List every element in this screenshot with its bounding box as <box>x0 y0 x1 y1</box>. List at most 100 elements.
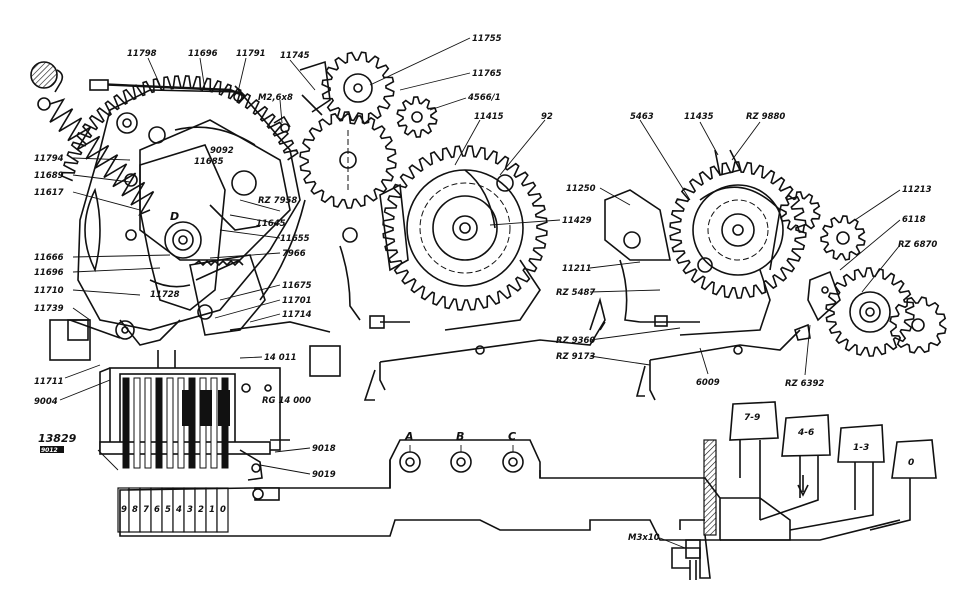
label-9019: 9019 <box>312 470 336 480</box>
label-11415: 11415 <box>474 112 504 122</box>
label-5463: 5463 <box>630 112 654 122</box>
label-RZ6392: RZ 6392 <box>785 379 824 389</box>
label-11435: 11435 <box>684 112 714 122</box>
label-11745: 11745 <box>280 51 310 61</box>
register-digit: 2 <box>198 505 204 515</box>
register-digit: 3 <box>187 505 193 515</box>
label-RZ7958: RZ 7958 <box>258 196 297 206</box>
leader-lines <box>59 37 901 549</box>
label-11711: 11711 <box>34 377 64 387</box>
register-slider <box>166 377 174 469</box>
label-11791: 11791 <box>236 49 266 59</box>
gear-mid-left <box>299 111 397 209</box>
svg-text:0: 0 <box>908 458 914 468</box>
label-9004: 9004 <box>34 397 58 407</box>
label-11794: 11794 <box>34 154 64 164</box>
label-11675: 11675 <box>282 281 312 291</box>
spring-anchor <box>30 61 64 111</box>
label-9018: 9018 <box>312 444 336 454</box>
register-pawl <box>200 390 212 426</box>
register-slider <box>122 377 130 469</box>
label-11645: 11645 <box>256 219 286 229</box>
gear-right-main <box>669 149 807 299</box>
label-7966: 7966 <box>282 249 306 259</box>
register-digit: 1 <box>209 505 215 515</box>
label-RZ9173: RZ 9173 <box>556 352 595 362</box>
key-7-9[interactable]: 7-9 <box>729 401 779 441</box>
label-92: 92 <box>541 112 553 122</box>
label-11728: 11728 <box>150 290 180 300</box>
label-11250: 11250 <box>566 184 596 194</box>
position-C: C <box>508 430 516 443</box>
key-stems <box>720 440 911 541</box>
key-4-6[interactable]: 4-6 <box>781 414 831 457</box>
label-11765: 11765 <box>472 69 502 79</box>
label-D: D <box>170 210 179 223</box>
svg-text:7-9: 7-9 <box>744 413 760 423</box>
label-11710: 11710 <box>34 286 64 296</box>
position-A: A <box>404 430 414 443</box>
gear-small-right <box>779 191 821 233</box>
key-0[interactable]: 0 <box>891 439 937 479</box>
label-11701: 11701 <box>282 296 312 306</box>
label-M3x10: M3x10 <box>628 533 660 543</box>
label-11429: 11429 <box>562 216 592 226</box>
register-digit: 7 <box>143 505 149 515</box>
slide-bar-right <box>635 329 801 401</box>
label-11755: 11755 <box>472 34 502 44</box>
label-11211: 11211 <box>562 264 592 274</box>
key-1-3[interactable]: 1-3 <box>837 424 885 463</box>
label-9092: 9092 <box>210 146 234 156</box>
label-11739: 11739 <box>34 304 64 314</box>
left-main-mechanism <box>60 60 341 377</box>
register-pawl <box>218 390 230 426</box>
label-9012: 9012 <box>41 447 58 454</box>
label-4566: 4566/1 <box>467 93 501 103</box>
fixed-plate <box>671 439 717 580</box>
gear-11765 <box>396 96 438 138</box>
register-slider <box>133 377 141 469</box>
gear-11213 <box>820 215 866 261</box>
label-11617: 11617 <box>34 188 64 198</box>
label-11714: 11714 <box>282 310 312 320</box>
register-digit: 6 <box>154 505 160 515</box>
gear-11755 <box>321 51 395 125</box>
label-11696-top: 11696 <box>188 49 218 59</box>
svg-text:1-3: 1-3 <box>853 443 869 453</box>
gear-far-right <box>889 296 947 354</box>
label-11666: 11666 <box>34 253 64 263</box>
label-M26x8: M2,6x8 <box>258 93 293 103</box>
label-RZ6870: RZ 6870 <box>898 240 937 250</box>
register-digit: 5 <box>165 505 171 515</box>
part-labels: 11798 11696 11791 11745 11755 11765 4566… <box>34 34 937 543</box>
label-RZ9880: RZ 9880 <box>746 112 785 122</box>
label-9012-strike <box>40 446 64 453</box>
label-11798: 11798 <box>127 49 157 59</box>
right-levers <box>604 189 841 341</box>
register-digit: 8 <box>132 505 138 515</box>
label-11655: 11655 <box>280 234 310 244</box>
register-digit: 4 <box>175 505 182 515</box>
gear-11415 <box>339 145 548 331</box>
gear-RZ6870 <box>825 267 915 357</box>
register-digit: 9 <box>121 505 127 515</box>
register-wheels <box>122 377 230 469</box>
label-RG14000: RG 14 000 <box>262 396 311 406</box>
tension-spring <box>49 98 155 216</box>
register-digit: 0 <box>220 505 226 515</box>
slide-bar-upper <box>363 297 606 401</box>
label-6118: 6118 <box>902 215 926 225</box>
label-11689: 11689 <box>34 171 64 181</box>
label-13829: 13829 <box>38 432 77 445</box>
label-11685: 11685 <box>194 157 224 167</box>
label-11213: 11213 <box>902 185 932 195</box>
register-slider <box>144 377 152 469</box>
label-14011: 14 011 <box>264 353 297 363</box>
label-RZ9360: RZ 9360 <box>556 336 595 346</box>
svg-text:4-6: 4-6 <box>797 428 814 438</box>
label-11696: 11696 <box>34 268 64 278</box>
position-B: B <box>456 430 464 443</box>
register-pawl <box>182 390 194 426</box>
